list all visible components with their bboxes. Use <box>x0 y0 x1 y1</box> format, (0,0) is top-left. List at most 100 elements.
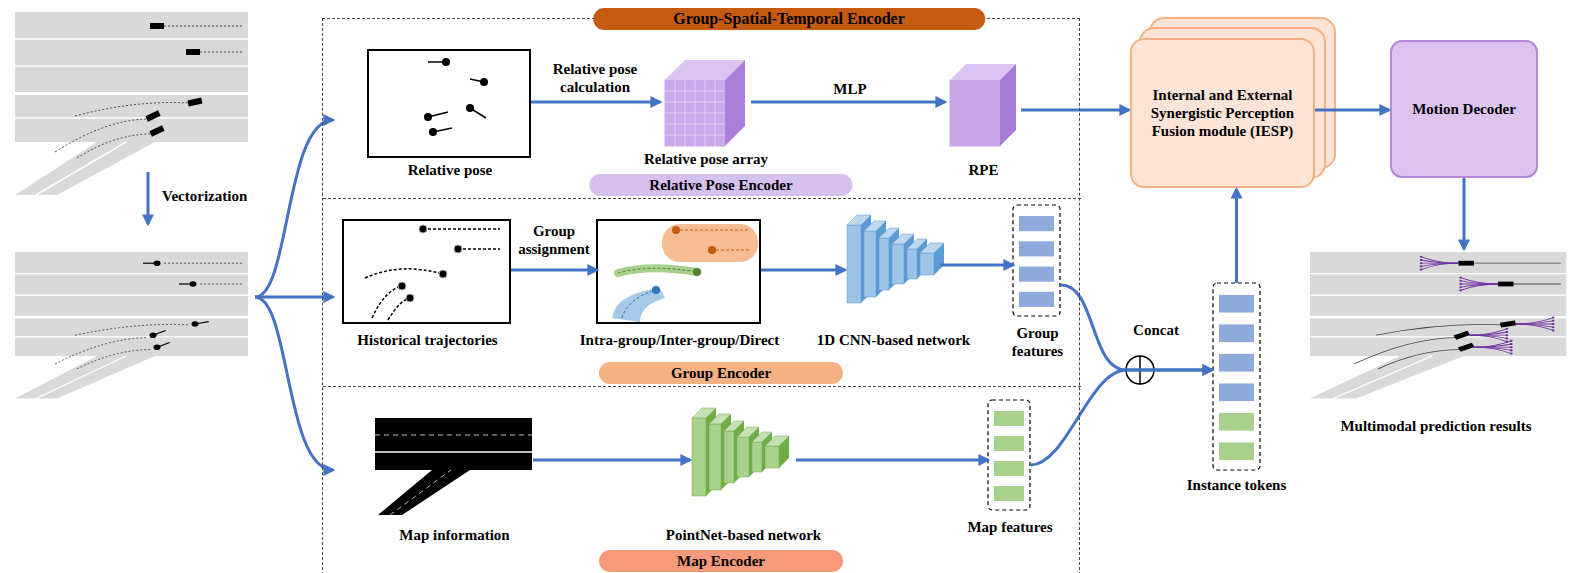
flow-arrow <box>761 269 845 272</box>
trajectory-picture: Historical trajectories <box>344 222 511 349</box>
caption: Relative pose <box>408 161 493 179</box>
token-bar <box>994 461 1024 476</box>
drawing-part <box>1310 356 1464 398</box>
drawing-part <box>1421 260 1458 263</box>
drawing-part <box>1510 349 1513 351</box>
drawing-part <box>716 250 750 251</box>
drawing-part <box>847 225 861 303</box>
drawing-part <box>375 451 532 453</box>
relative-pose-picture: Relative pose <box>369 51 531 179</box>
feature-box <box>1213 283 1260 470</box>
drawing-part <box>1510 353 1513 355</box>
drawing-part <box>752 442 762 472</box>
caption: Instance tokens <box>1187 476 1287 494</box>
drawing-part <box>36 356 126 398</box>
feature-box: Group features <box>1014 207 1061 318</box>
token-bar <box>1219 324 1254 342</box>
drawing-part <box>737 437 749 477</box>
flow-arrow <box>751 101 945 104</box>
token-bar <box>1219 295 1254 313</box>
drawing-part <box>1378 350 1459 369</box>
drawing-part <box>15 273 248 274</box>
token-bar <box>994 436 1024 451</box>
box-title: Motion Decoder <box>1400 100 1528 118</box>
token-bar <box>994 486 1024 501</box>
drawing-part <box>195 322 209 324</box>
drawing-part <box>75 324 189 335</box>
drawing-part <box>424 113 432 121</box>
rpe-cube: RPE <box>946 61 1021 179</box>
drawing-part <box>15 336 248 337</box>
drawing-part <box>1470 335 1507 341</box>
caption: Map information <box>399 526 509 544</box>
drawing-part <box>365 269 443 278</box>
decoder-box: Motion Decoder <box>1390 40 1538 178</box>
note-label: Vectorization <box>162 187 272 205</box>
drawing-part <box>665 135 725 136</box>
map-picture: Map information <box>376 417 533 544</box>
caption: Group features <box>1000 324 1076 360</box>
drawing-part <box>442 58 450 66</box>
section-title: Group Encoder <box>599 362 843 384</box>
drawing-part <box>15 318 248 356</box>
network-symbol <box>847 215 944 303</box>
drawing-part <box>1420 259 1423 261</box>
token-bar <box>1219 413 1254 431</box>
box-title: Internal and External Synergistic Percep… <box>1140 86 1305 140</box>
network-symbol <box>692 408 789 496</box>
drawing-part <box>779 436 789 468</box>
drawing-part <box>1514 284 1561 285</box>
drawing-part <box>715 80 716 146</box>
drawing-part <box>1459 283 1462 285</box>
drawing-part <box>398 282 406 290</box>
token-bar <box>1019 292 1054 307</box>
drawing-part <box>15 295 248 296</box>
drawing-part <box>1552 317 1555 319</box>
drawing-part <box>1510 340 1513 342</box>
drawing-part <box>458 248 500 250</box>
flow-arrow <box>1235 189 1238 283</box>
pose-array-cube: Relative pose array <box>661 56 751 168</box>
drawing-part <box>1461 281 1498 284</box>
drawing-part <box>665 124 725 125</box>
drawing-part <box>375 435 532 436</box>
encoder-section: Group EncoderHistorical trajectoriesIntr… <box>323 198 1081 386</box>
caption: Relative pose array <box>644 150 768 168</box>
drawing-part <box>1505 334 1508 336</box>
drawing-part <box>765 446 779 468</box>
drawing-part <box>1000 64 1016 146</box>
drawing-part <box>672 226 680 234</box>
note-label: Concat <box>1127 321 1185 339</box>
drawing-part <box>15 356 155 398</box>
drawing-part <box>1552 320 1555 322</box>
car-symbol <box>1459 261 1474 266</box>
drawing-part <box>150 332 157 338</box>
edge-label: Group assignment <box>511 222 597 258</box>
flow-arrow <box>511 269 597 272</box>
drawing-part <box>454 245 462 253</box>
drawing-part <box>390 470 451 515</box>
drawing-part <box>665 113 725 114</box>
drawing-part <box>419 225 427 233</box>
drawing-part <box>1420 265 1423 267</box>
drawing-part <box>709 424 721 490</box>
token-bar <box>1219 442 1254 460</box>
pointnet-network: PointNet-based network <box>691 410 796 544</box>
picture-frame <box>597 220 760 323</box>
drawing-part <box>480 78 488 86</box>
drawing-part <box>1421 263 1458 269</box>
token-bar <box>1219 354 1254 372</box>
drawing-part <box>15 65 248 67</box>
token-bar <box>994 411 1024 426</box>
flow-arrow <box>796 459 988 462</box>
drawing-part <box>1474 341 1511 347</box>
picture-frame <box>368 50 530 157</box>
drawing-part <box>200 284 243 285</box>
drawing-part <box>1310 336 1566 337</box>
drawing-part <box>879 238 889 290</box>
drawing-part <box>1420 262 1423 264</box>
caption: RPE <box>969 161 999 179</box>
drawing-part <box>143 263 157 264</box>
